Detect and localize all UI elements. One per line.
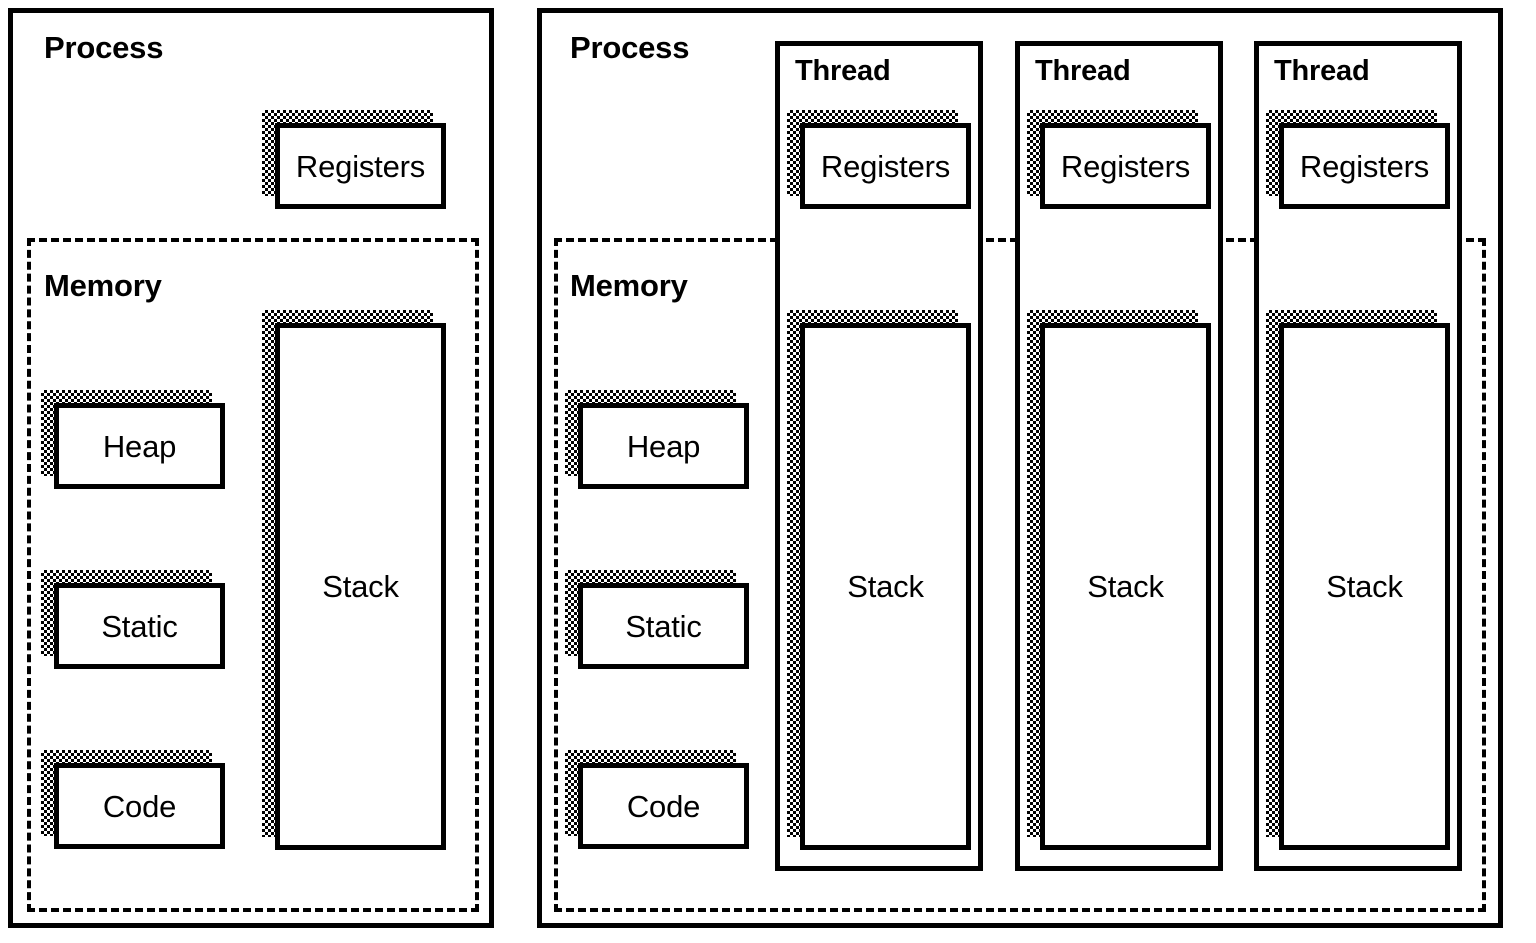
heap-label: Heap	[102, 428, 177, 464]
thread-caption-1: Thread	[795, 55, 891, 87]
code-box-left: Code	[41, 750, 225, 849]
code-box-right: Code	[565, 750, 749, 849]
stack-label: Stack	[847, 569, 924, 604]
memory-caption-right: Memory	[570, 268, 688, 303]
static-label: Static	[625, 608, 702, 644]
registers-label: Registers	[295, 148, 426, 184]
static-label: Static	[101, 608, 178, 644]
stack-label: Stack	[1087, 569, 1164, 604]
registers-box-thread-1: Registers	[787, 110, 971, 209]
stack-box-left: Stack	[262, 310, 446, 850]
heap-box-left: Heap	[41, 390, 225, 489]
stack-label: Stack	[322, 569, 399, 604]
registers-box-thread-2: Registers	[1027, 110, 1211, 209]
memory-region-left	[27, 238, 479, 912]
code-label: Code	[626, 788, 701, 824]
process-caption-right: Process	[570, 30, 690, 65]
static-box-left: Static	[41, 570, 225, 669]
thread-caption-3: Thread	[1274, 55, 1370, 87]
heap-label: Heap	[626, 428, 701, 464]
stack-label: Stack	[1326, 569, 1403, 604]
registers-box-thread-3: Registers	[1266, 110, 1450, 209]
heap-box-right: Heap	[565, 390, 749, 489]
stack-box-thread-1: Stack	[787, 310, 971, 850]
code-label: Code	[102, 788, 177, 824]
process-caption-left: Process	[44, 30, 164, 65]
thread-caption-2: Thread	[1035, 55, 1131, 87]
static-box-right: Static	[565, 570, 749, 669]
memory-caption-left: Memory	[44, 268, 162, 303]
registers-label: Registers	[820, 148, 951, 184]
stack-box-thread-2: Stack	[1027, 310, 1211, 850]
registers-label: Registers	[1299, 148, 1430, 184]
registers-box-left: Registers	[262, 110, 446, 209]
registers-label: Registers	[1060, 148, 1191, 184]
stack-box-thread-3: Stack	[1266, 310, 1450, 850]
